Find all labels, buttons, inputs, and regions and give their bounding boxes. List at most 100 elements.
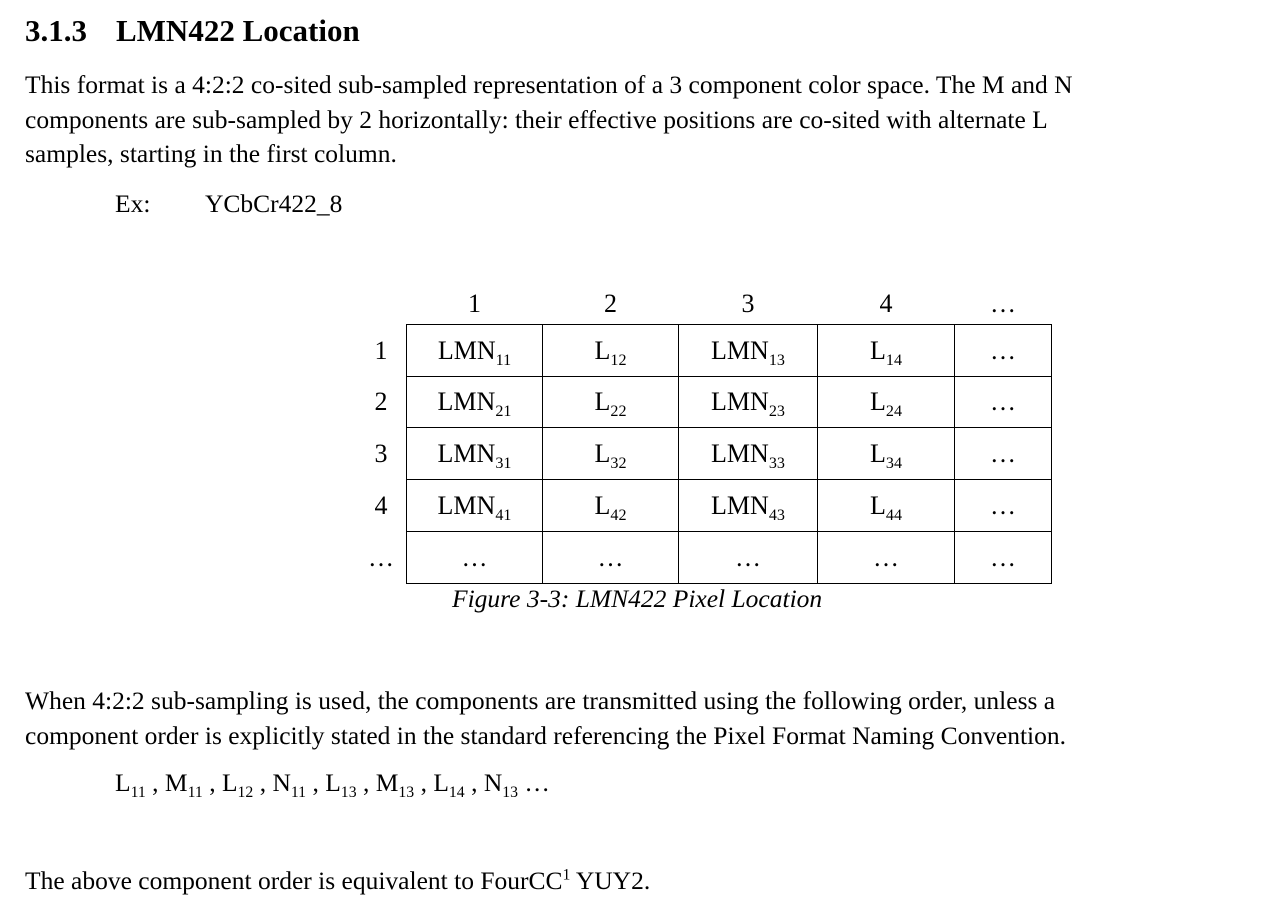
term-subscript: 13 [502, 784, 519, 802]
cell-subscript: 24 [885, 403, 902, 421]
table-cell: … [817, 531, 955, 584]
section-number: 3.1.3 [25, 13, 87, 48]
cell-base: L [594, 490, 611, 520]
table-row: 4 LMN41 L42 LMN43 L44 … [356, 479, 1052, 532]
row-header: 2 [374, 387, 388, 416]
cell-base: LMN [437, 490, 496, 520]
table-row: 2 LMN21 L22 LMN23 L24 … [356, 376, 1052, 428]
row-header: 4 [374, 490, 388, 520]
figure-caption: Figure 3-3: LMN422 Pixel Location [452, 584, 823, 613]
cell-base: … [990, 387, 1016, 416]
column-header: 2 [604, 289, 617, 318]
term-subscript: 11 [187, 784, 203, 802]
cell-subscript: 34 [885, 454, 902, 472]
table-cell: … [678, 531, 818, 584]
table-cell: … [954, 479, 1052, 532]
term-base: L [221, 768, 238, 797]
cell-subscript: 32 [610, 454, 627, 472]
cell-base: … [990, 438, 1016, 468]
table-cell: L44 [817, 479, 955, 532]
cell-base: LMN [437, 387, 496, 416]
separator: , [253, 768, 273, 797]
table-cell: … [954, 531, 1052, 584]
term-subscript: 11 [290, 784, 307, 802]
column-header: 4 [879, 289, 893, 318]
table-cell: … [542, 531, 679, 584]
component-order-sequence: L11 , M11 , L12 , N11 , L13 , M13 , L14 … [115, 768, 550, 802]
intro-paragraph: This format is a 4:2:2 co-sited sub-samp… [25, 68, 1073, 172]
table-cell: LMN33 [678, 427, 818, 480]
cell-base: … [597, 542, 624, 572]
cell-base: LMN [711, 490, 769, 520]
term-subscript: 13 [340, 784, 357, 802]
paragraph-line: component order is explicitly stated in … [25, 720, 1066, 750]
table-cell: L34 [817, 427, 955, 480]
table-cell: L12 [542, 324, 679, 377]
example-line: Ex: YCbCr422_8 [0, 189, 1275, 223]
column-header: 1 [468, 289, 481, 318]
term-base: N [483, 768, 503, 797]
table-row: … … … … … … [356, 531, 1052, 584]
cell-base: … [735, 542, 761, 572]
cell-base: … [873, 542, 899, 572]
cell-base: … [990, 542, 1016, 572]
paragraph-line: When 4:2:2 sub-sampling is used, the com… [25, 686, 1056, 715]
table-cell: L32 [542, 427, 679, 480]
cell-base: LMN [437, 335, 496, 365]
table-cell: L42 [542, 479, 679, 532]
cell-subscript: 14 [885, 351, 902, 369]
table-cell: … [406, 531, 543, 584]
example-label: Ex: [115, 189, 151, 218]
row-header: … [368, 542, 394, 572]
table-row: 3 LMN31 L32 LMN33 L34 … [356, 427, 1052, 480]
cell-subscript: 43 [768, 506, 785, 524]
table-cell: LMN31 [406, 427, 543, 480]
cell-subscript: 11 [495, 351, 512, 369]
term-base: L [325, 768, 341, 797]
term-base: L [115, 768, 131, 797]
paragraph-line: components are sub-sampled by 2 horizont… [25, 104, 1048, 134]
fourcc-note-text: The above component order is equivalent … [25, 866, 563, 895]
paragraph-line: samples, starting in the first column. [25, 139, 397, 168]
cell-base: … [990, 490, 1016, 520]
pixel-location-table: 1 2 3 4 … 1 LMN11 L12 LMN13 L14 … 2 LMN2… [356, 283, 1052, 584]
term-subscript: 14 [448, 784, 465, 802]
table-cell: … [954, 324, 1052, 377]
column-header: … [990, 289, 1016, 318]
cell-base: … [461, 542, 488, 572]
cell-subscript: 31 [495, 454, 512, 472]
separator: , [202, 768, 222, 797]
row-header: 3 [374, 438, 388, 468]
cell-subscript: 12 [610, 351, 627, 369]
cell-base: L [594, 335, 611, 365]
table-cell: L14 [817, 324, 955, 377]
fourcc-note-suffix: YUY2. [570, 866, 651, 895]
cell-base: L [870, 490, 886, 520]
table-cell: … [954, 427, 1052, 480]
table-cell: L22 [542, 376, 679, 428]
term-base: M [375, 768, 399, 797]
fourcc-note: The above component order is equivalent … [25, 866, 650, 896]
cell-base: LMN [711, 438, 769, 468]
table-cell: LMN41 [406, 479, 543, 532]
cell-subscript: 22 [610, 403, 627, 421]
column-header: 3 [741, 289, 755, 318]
term-subscript: 13 [398, 784, 415, 802]
table-cell: LMN23 [678, 376, 818, 428]
table-corner-spacer [356, 283, 407, 325]
cell-subscript: 21 [495, 403, 512, 421]
cell-subscript: 41 [495, 506, 512, 524]
table-column-header-row: 1 2 3 4 … [356, 283, 1052, 325]
cell-subscript: 33 [768, 454, 785, 472]
term-base: L [433, 768, 449, 797]
table-row: 1 LMN11 L12 LMN13 L14 … [356, 324, 1052, 377]
transmission-paragraph: When 4:2:2 sub-sampling is used, the com… [25, 684, 1066, 753]
cell-subscript: 44 [885, 506, 902, 524]
table-cell: … [954, 376, 1052, 428]
cell-base: LMN [437, 438, 496, 468]
cell-base: … [990, 335, 1016, 365]
row-header: 1 [374, 335, 388, 365]
term-base: N [272, 768, 291, 797]
